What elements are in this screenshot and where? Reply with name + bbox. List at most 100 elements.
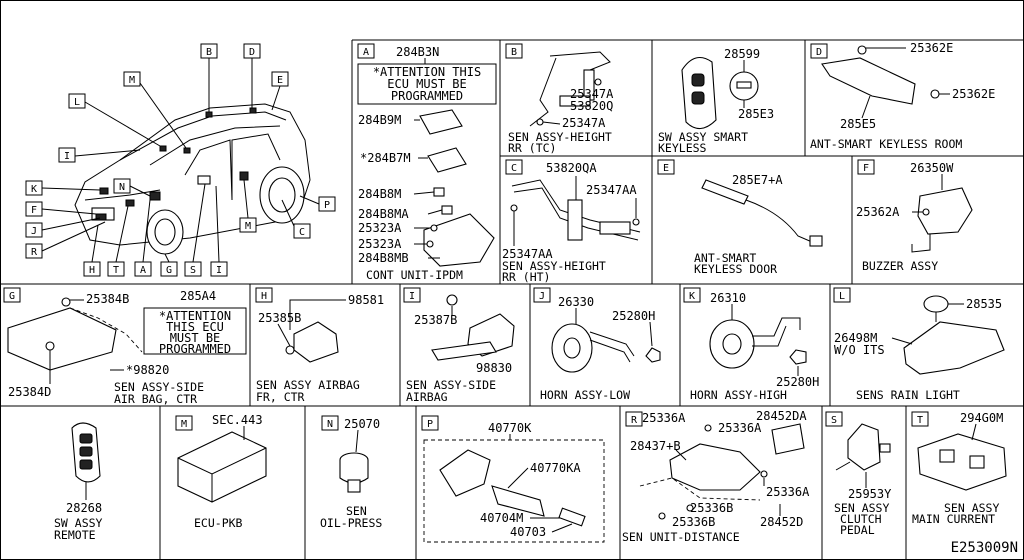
panel-caption: SEN ASSY AIRBAG (256, 378, 360, 392)
ipdm-unit-drawing (423, 213, 495, 267)
attention-note-line: MUST BE (170, 331, 221, 345)
part-number: 25362E (952, 87, 995, 101)
part-number: 40770KA (530, 461, 581, 475)
pkb-ecu-drawing (177, 431, 267, 503)
overview-key-c: C (293, 223, 311, 239)
panel-smart-keyless-switch: 28599 285E3 SW ASSY SMART KEYLESS (658, 47, 774, 155)
panel-caption: CONT UNIT-IPDM (366, 268, 463, 282)
svg-text:J: J (31, 226, 37, 237)
part-number: 25070 (344, 417, 380, 431)
part-number: 25336B (690, 501, 733, 515)
panel-key-h: H (261, 291, 267, 302)
panel-key-n: N (327, 419, 333, 430)
svg-text:I: I (64, 151, 70, 162)
panel-caption: RR (TC) (508, 141, 556, 155)
overview-key-g: G (160, 261, 178, 277)
part-number: 25336A (642, 411, 686, 425)
part-number: 25336A (766, 485, 810, 499)
panel-caption: SEN (346, 504, 367, 518)
part-qualifier: W/O ITS (834, 343, 885, 357)
part-number: 25347AA (502, 247, 553, 261)
ipdm-relay-block-drawing (427, 147, 467, 173)
svg-text:B: B (206, 47, 212, 58)
part-number: 25347A (570, 87, 614, 101)
svg-text:L: L (74, 97, 80, 108)
panel-caption: HORN ASSY-HIGH (690, 388, 787, 402)
current-sensor-drawing (917, 433, 1007, 491)
airbag-sensor-drawing (293, 321, 339, 363)
panel-caption: SEN ASSY-SIDE (406, 378, 496, 392)
svg-text:I: I (216, 265, 222, 276)
overview-key-e: E (271, 71, 289, 87)
part-number: 284B8M (358, 187, 401, 201)
panel-caption: KEYLESS (658, 141, 707, 155)
panel-s-clutch-pedal-sensor: S 25953Y SEN ASSY CLUTCH PEDAL (825, 411, 892, 537)
part-number: 285E5 (840, 117, 876, 131)
part-number: 25280H (776, 375, 819, 389)
panel-caption: SW ASSY SMART (658, 130, 748, 144)
part-number: SEC.443 (212, 413, 263, 427)
panel-caption: ECU-PKB (194, 516, 243, 530)
part-number: 25336B (672, 515, 715, 529)
part-number: 98581 (348, 293, 384, 307)
part-number: 25362A (856, 205, 900, 219)
panel-a-ipdm: A 284B3N *ATTENTION THIS ECU MUST BE PRO… (357, 43, 497, 282)
svg-text:S: S (190, 265, 196, 276)
attention-note-line: PROGRAMMED (391, 89, 463, 103)
panel-key-l: L (839, 291, 845, 302)
part-number: 40704M (480, 511, 523, 525)
overview-key-l: L (68, 93, 86, 109)
attention-note-line: *ATTENTION (159, 309, 231, 323)
part-number: 25323A (358, 221, 402, 235)
panel-key-t: T (917, 415, 923, 426)
door-antenna-drawing (701, 179, 749, 205)
part-number: 28599 (724, 47, 760, 61)
part-number: 28452DA (756, 409, 807, 423)
svg-text:M: M (129, 75, 135, 86)
panel-caption: SEN ASSY-HEIGHT (508, 130, 612, 144)
part-number: 284B8MB (358, 251, 409, 265)
panel-caption: ANT-SMART (694, 251, 756, 265)
car-body-drawing (74, 103, 311, 255)
vehicle-overview: B D M E L I K N F J R H T A G S I M C P (25, 43, 336, 277)
part-number: 25347A (562, 116, 606, 130)
panel-caption: HORN ASSY-LOW (540, 388, 630, 402)
panel-t-main-current-sensor: T 294G0M SEN ASSY MAIN CURRENT (911, 411, 1007, 526)
panel-k-horn-high: K 26310 25280H HORN ASSY-HIGH (683, 287, 819, 402)
panel-caption: RR (HT) (502, 270, 550, 284)
part-number: 25384D (8, 385, 51, 399)
svg-text:C: C (299, 227, 305, 238)
panel-i-side-airbag-sensor: I 25387B 98830 SEN ASSY-SIDE AIRBAG (403, 287, 515, 404)
panel-key-g: G (9, 291, 15, 302)
part-number: 26330 (558, 295, 594, 309)
panel-caption: AIRBAG (406, 390, 448, 404)
part-number: 40770K (488, 421, 532, 435)
part-number: 25953Y (848, 487, 892, 501)
panel-key-k: K (689, 291, 695, 302)
panel-e-door-antenna: E 285E7+A ANT-SMART KEYLESS DOOR (657, 159, 823, 276)
svg-text:G: G (166, 265, 172, 276)
svg-text:P: P (324, 200, 330, 211)
part-number: 285E3 (738, 107, 774, 121)
svg-text:E: E (277, 75, 283, 86)
panel-r-distance-sensor: R 25336A 28452DA 28437+B 25336A 25336A 2… (622, 409, 810, 544)
tpms-sensor-drawing (439, 449, 491, 497)
overview-key-r: R (25, 243, 43, 259)
part-number: 25362E (910, 41, 953, 55)
panel-caption: AIR BAG, CTR (114, 392, 197, 406)
overview-key-f: F (25, 201, 43, 217)
part-number: 25347AA (586, 183, 637, 197)
part-number: 25336A (718, 421, 762, 435)
svg-text:F: F (31, 205, 37, 216)
panel-caption: SEN ASSY-HEIGHT (502, 259, 606, 273)
part-number: 26310 (710, 291, 746, 305)
overview-key-n: N (113, 178, 131, 194)
overview-key-j: J (25, 222, 43, 238)
panel-key-e: E (663, 163, 669, 174)
panel-key-b: B (511, 47, 517, 58)
panel-caption: OIL-PRESS (320, 516, 382, 530)
part-number: 285A4 (180, 289, 216, 303)
part-number: 53820QA (546, 161, 597, 175)
overview-key-d: D (243, 43, 261, 59)
panel-c-height-sensor-ht: C 53820QA 25347AA 25347AA SEN ASSY-HEIGH… (502, 159, 641, 284)
